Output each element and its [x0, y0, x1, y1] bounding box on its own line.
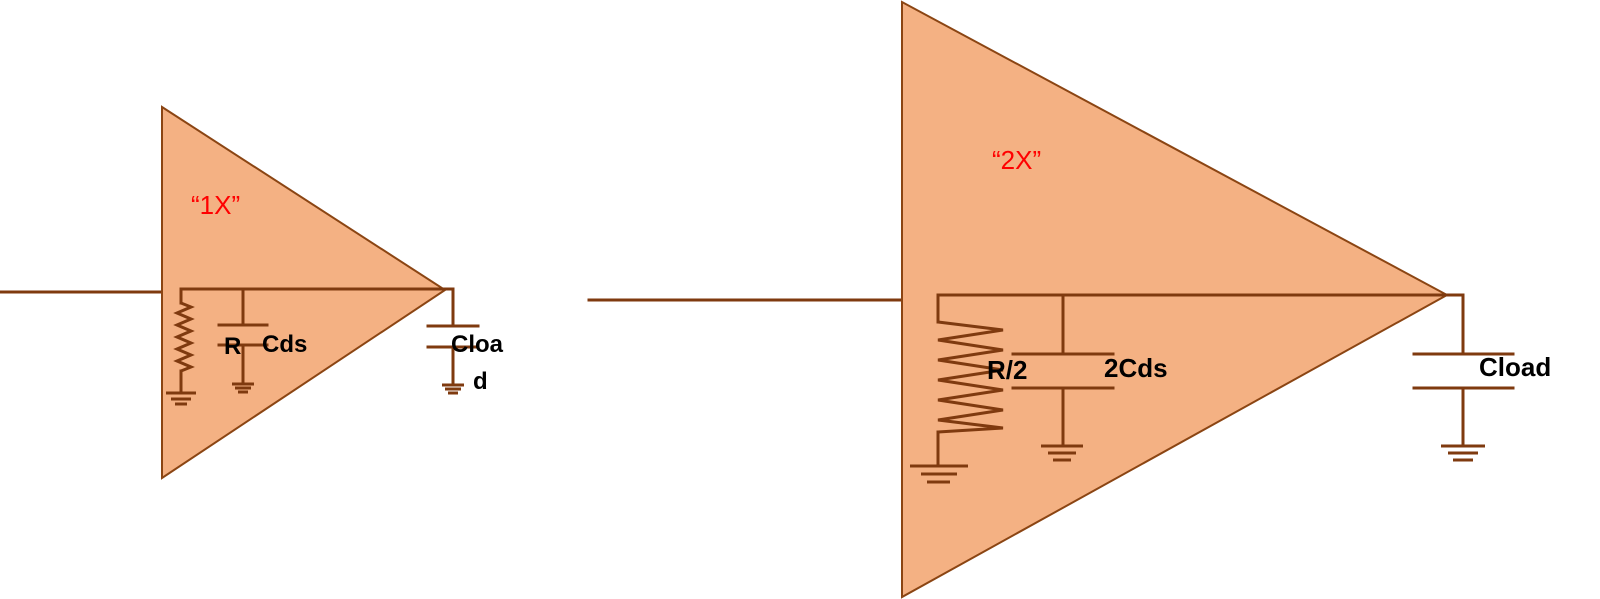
large-driver-resistor	[910, 293, 1004, 484]
large-driver-gain-label: “2X”	[992, 145, 1041, 175]
large-driver-cload-ground-icon	[1441, 444, 1485, 462]
small-driver: “1X”	[0, 105, 504, 480]
small-driver-cload-label-line1: Cloa	[451, 331, 504, 358]
large-driver-cds-capacitor	[1011, 293, 1115, 462]
small-driver-cload-capacitor	[426, 287, 480, 395]
small-driver-resistor	[166, 287, 196, 406]
large-driver: “2X”	[587, 0, 1551, 599]
small-driver-cds-capacitor	[217, 287, 269, 394]
large-driver-resistor-ground-icon	[910, 464, 968, 484]
small-driver-cds-label: Cds	[262, 331, 307, 358]
small-driver-triangle	[161, 105, 447, 480]
large-driver-resistor-label: R/2	[987, 355, 1027, 385]
small-driver-resistor-ground-icon	[166, 391, 196, 406]
large-driver-triangle	[901, 0, 1450, 599]
small-driver-resistor-label: R	[224, 333, 241, 360]
large-driver-resistor-zigzag	[937, 320, 1004, 434]
small-driver-cload-label-line2: d	[473, 368, 488, 395]
large-driver-cds-label: 2Cds	[1104, 353, 1168, 383]
small-driver-cds-ground-icon	[232, 382, 254, 394]
small-driver-gain-label: “1X”	[191, 190, 240, 220]
large-driver-cload-capacitor	[1412, 293, 1515, 462]
large-driver-cload-label: Cload	[1479, 352, 1551, 382]
small-driver-cload-ground-icon	[442, 383, 464, 395]
small-driver-resistor-zigzag	[173, 301, 195, 373]
large-driver-cds-ground-icon	[1041, 444, 1083, 462]
